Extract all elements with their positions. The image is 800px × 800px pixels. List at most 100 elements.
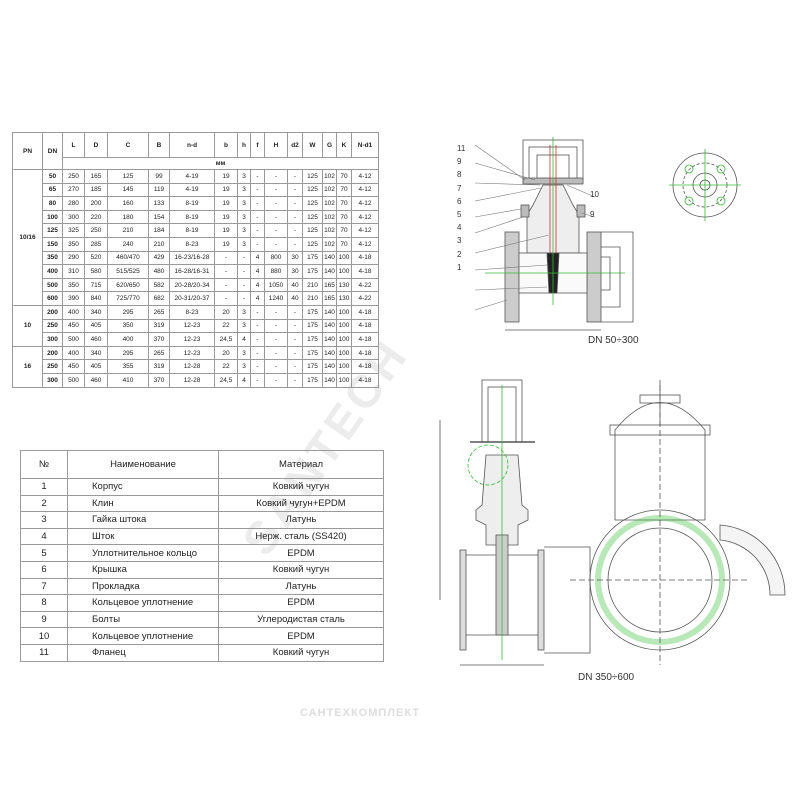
table-cell: 3 [237,182,251,198]
table-cell: 140 [322,345,337,361]
table-cell: 580 [84,264,108,279]
part-name: Гайка штока [67,511,219,529]
table-cell: 450 [62,318,85,334]
table-cell: - [214,277,238,293]
table-cell: 210 [107,223,149,238]
table-cell: 70 [336,182,352,198]
table-cell: 102 [322,223,337,238]
table-cell: 19 [214,182,238,198]
table-cell: 250 [62,169,85,184]
part-material: EPDM [218,627,384,645]
table-cell: 460 [84,332,108,347]
table-cell: 102 [322,169,337,184]
table-cell: 240 [107,236,149,252]
table-cell: 4-18 [351,318,379,334]
table-cell: 100 [336,332,352,347]
table-cell: 460 [84,372,108,388]
table-cell: 133 [148,196,170,211]
table-cell: 370 [148,332,170,347]
table-cell: 4-12 [351,209,379,225]
table-cell: 65 [42,182,63,198]
table-cell: 19 [214,236,238,252]
table-cell: 175 [302,304,323,320]
table-cell: - [237,291,251,306]
part-material: Ковкий чугун [218,560,384,579]
table-cell: 355 [107,359,149,374]
table-cell: 125 [302,223,323,238]
table-cell: 400 [62,304,85,320]
col-header-b: B [148,132,170,158]
table-cell: - [264,345,288,361]
table-cell: 3 [237,345,251,361]
table-cell: 340 [84,345,108,361]
table-cell: 22 [214,318,238,334]
table-cell: - [287,345,303,361]
table-cell: 400 [62,345,85,361]
table-cell: 4-18 [351,372,379,388]
table-cell: 200 [42,304,63,320]
table-cell: 50 [42,169,63,184]
table-cell: 70 [336,236,352,252]
table-cell: 280 [62,196,85,211]
table-cell: 250 [42,318,63,334]
table-cell: 184 [148,223,170,238]
table-cell: 480 [148,264,170,279]
table-cell: - [250,304,265,320]
table-cell: 4-22 [351,277,379,293]
table-cell: - [287,236,303,252]
table-cell: 100 [336,318,352,334]
table-cell: 200 [42,345,63,361]
table-cell: - [287,223,303,238]
table-cell: 154 [148,209,170,225]
table-cell: 300 [62,209,85,225]
table-cell: 390 [62,291,85,306]
table-cell: 295 [107,304,149,320]
table-cell: 350 [62,236,85,252]
table-cell: - [250,345,265,361]
table-cell: 102 [322,196,337,211]
table-cell: 3 [237,359,251,374]
table-cell: - [250,372,265,388]
pn-cell: 10/16 [12,169,43,306]
table-cell: 19 [214,209,238,225]
table-cell: 4 [237,372,251,388]
col-header-d2: d2 [287,132,303,158]
table-cell: 70 [336,169,352,184]
table-cell: 3 [237,304,251,320]
table-cell: 100 [336,372,352,388]
table-cell: 3 [237,318,251,334]
table-cell: - [250,223,265,238]
table-cell: 460/470 [107,250,149,266]
table-cell: 145 [107,182,149,198]
table-cell: - [250,169,265,184]
table-cell: 300 [42,332,63,347]
table-cell: - [264,304,288,320]
table-cell: - [250,332,265,347]
part-number: 2 [20,494,68,513]
table-cell: 119 [148,182,170,198]
table-cell: 70 [336,223,352,238]
table-cell: 600 [42,291,63,306]
part-material: EPDM [218,594,384,612]
part-number: 5 [20,544,68,562]
part-material: Ковкий чугун [218,643,384,662]
part-number: 9 [20,610,68,629]
table-cell: 19 [214,223,238,238]
col-header-material: Материал [218,450,384,479]
table-cell: 800 [264,250,288,266]
table-cell: 500 [42,277,63,293]
col-header-h: h [237,132,251,158]
table-cell: 715 [84,277,108,293]
table-cell: 285 [84,236,108,252]
part-name: Уплотнительное кольцо [67,544,219,562]
table-cell: 185 [84,182,108,198]
table-cell: 102 [322,182,337,198]
table-cell: 840 [84,291,108,306]
